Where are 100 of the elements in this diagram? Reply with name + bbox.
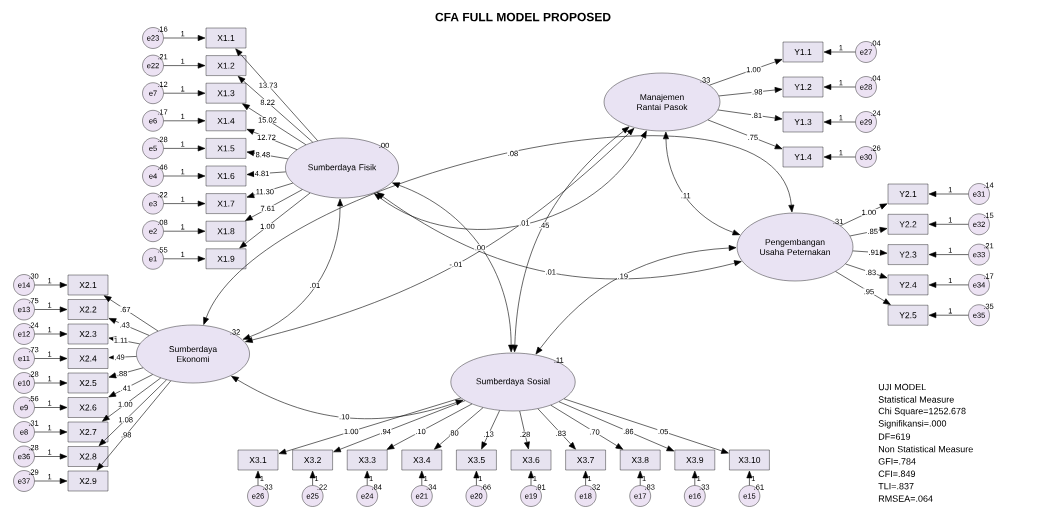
indicator-box: X2.2 (67, 299, 109, 320)
arrow (928, 281, 969, 288)
arrow (34, 331, 68, 337)
indicator-box: X2.5 (67, 372, 109, 394)
arrow (163, 200, 206, 207)
indicator-box: Y2.4 (887, 274, 929, 296)
indicator-box: X3.4 (401, 449, 442, 471)
arrow (239, 192, 311, 249)
arrow (823, 154, 856, 160)
arrow (473, 470, 480, 486)
covariance-arrow (663, 131, 741, 236)
arrow (34, 404, 68, 411)
arrow (34, 429, 68, 435)
arrow (235, 48, 318, 141)
arrow (163, 255, 206, 262)
arrow (718, 87, 783, 97)
indicator-box: X3.3 (347, 449, 388, 471)
arrow (163, 90, 206, 97)
arrow (108, 367, 144, 379)
arrow (278, 397, 462, 455)
arrow (163, 228, 206, 235)
arrow (163, 117, 206, 124)
arrow (108, 374, 153, 398)
arrow (823, 84, 856, 90)
arrow (34, 478, 68, 484)
indicator-box: Y2.1 (887, 183, 929, 205)
covariance-arrow (231, 375, 464, 419)
arrow (434, 407, 484, 450)
arrow (163, 145, 206, 152)
indicator-box: X3.2 (292, 449, 333, 471)
arrow (840, 203, 888, 226)
arrow (550, 404, 624, 450)
fit-statistic: Non Statistical Measure (878, 445, 973, 453)
arrow (163, 173, 206, 179)
indicator-box: X1.3 (205, 83, 247, 104)
arrow (163, 62, 206, 69)
covariance-arrow (376, 192, 742, 280)
indicator-box: X1.6 (205, 165, 247, 187)
arrow (418, 470, 425, 486)
arrow (34, 282, 68, 288)
arrow (34, 306, 68, 313)
arrow (519, 410, 530, 450)
indicator-box: X3.8 (620, 449, 661, 471)
fit-statistic: Chi Square=1252.678 (878, 407, 966, 416)
arrow (823, 119, 856, 125)
arrow (108, 318, 150, 336)
arrow (528, 470, 534, 486)
arrow (34, 355, 68, 362)
arrow (481, 410, 500, 450)
covariance-arrow (535, 245, 737, 355)
indicator-box: X3.10 (729, 449, 770, 471)
arrow (237, 76, 313, 143)
arrow (537, 408, 576, 450)
indicator-box: X3.1 (237, 449, 279, 471)
arrow (928, 221, 969, 228)
arrow (364, 470, 371, 486)
arrow (34, 453, 68, 460)
covariance-arrow (242, 198, 344, 340)
indicator-box: X2.8 (67, 446, 109, 467)
arrow (246, 182, 294, 198)
indicator-box: X2.9 (67, 470, 109, 492)
arrow (242, 103, 307, 145)
covariance-arrow (245, 128, 635, 343)
arrow (852, 249, 888, 256)
arrow (637, 470, 644, 486)
arrow (582, 470, 589, 486)
covariance-arrow (203, 135, 795, 325)
diagram-title: CFA FULL MODEL PROPOSED (435, 12, 611, 22)
arrow (835, 271, 891, 305)
indicator-box: X1.2 (205, 55, 247, 76)
indicator-box: Y2.3 (887, 244, 929, 265)
arrow (246, 150, 289, 160)
indicator-box: X2.7 (67, 421, 109, 443)
arrow (255, 470, 261, 486)
indicator-box: X2.1 (67, 274, 109, 296)
arrow (246, 129, 298, 150)
arrow (717, 109, 783, 121)
fit-statistic: CFI=.849 (878, 470, 916, 477)
fit-statistic: TLI=.837 (878, 483, 914, 490)
arrow (558, 401, 675, 452)
arrow (96, 380, 172, 471)
arrow (98, 379, 167, 446)
arrow (746, 470, 753, 486)
indicator-box: X1.9 (205, 248, 247, 269)
arrow (102, 377, 161, 422)
arrow (707, 119, 783, 150)
indicator-box: X3.7 (565, 449, 606, 471)
indicator-box: Y1.2 (782, 76, 824, 98)
fit-statistic: DF=619 (878, 433, 911, 440)
arrow (823, 49, 856, 55)
arrow (928, 191, 969, 197)
arrow (309, 470, 316, 486)
arrow (333, 400, 466, 453)
covariance-arrow (374, 130, 647, 230)
indicator-box: X2.3 (67, 323, 109, 345)
arrow (845, 263, 888, 279)
arrow (386, 403, 473, 450)
fit-statistic: Statistical Measure (878, 396, 954, 403)
indicator-box: X1.4 (205, 110, 247, 131)
indicator-box: Y1.4 (782, 146, 824, 168)
